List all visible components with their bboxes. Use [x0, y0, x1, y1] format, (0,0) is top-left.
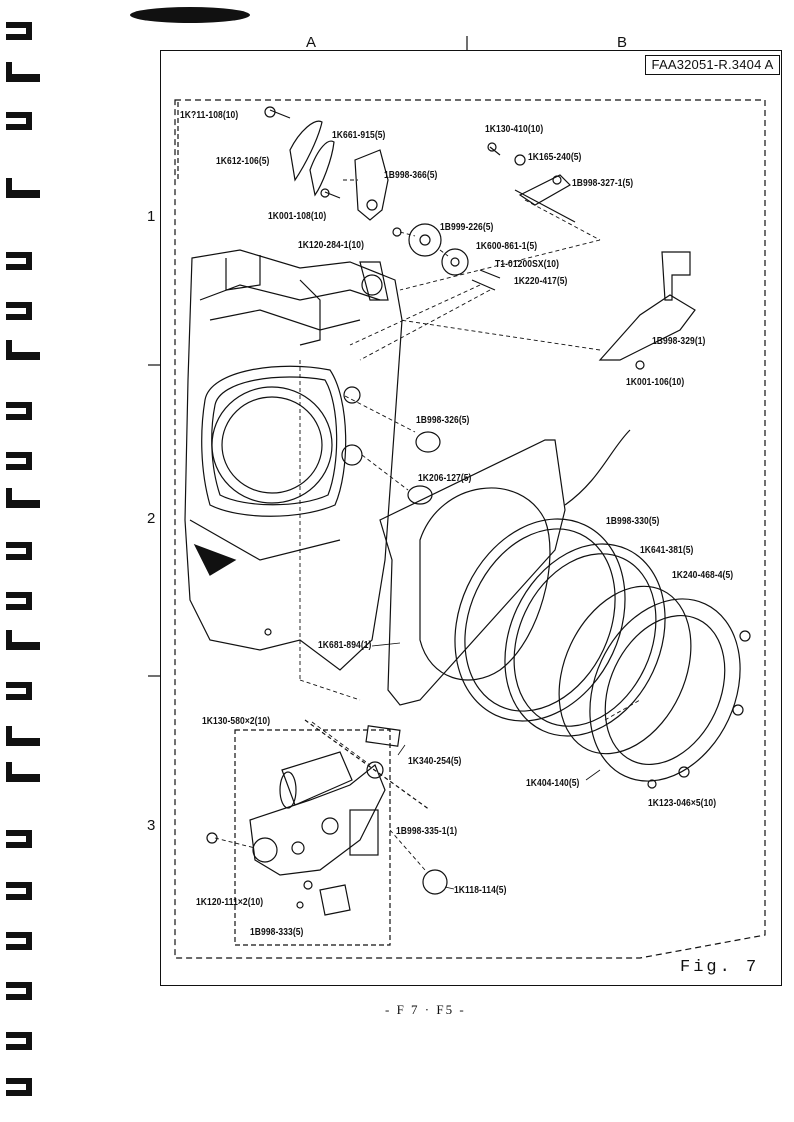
part-label: 1B998-335-1(1) — [396, 826, 458, 837]
part-label: 1K001-108(10) — [268, 211, 327, 222]
part-label: T1-01200SX(10) — [495, 259, 560, 270]
part-label: 1K681-894(1) — [318, 640, 372, 651]
part-label: 1K120-284-1(10) — [298, 240, 365, 251]
part-label: 1K340-254(5) — [408, 756, 462, 767]
grid-column-a: A — [306, 34, 317, 51]
part-label: 1B998-330(5) — [606, 516, 660, 527]
figure-label: Fig. 7 — [680, 958, 760, 977]
part-label: 1B998-326(5) — [416, 415, 470, 426]
part-label: 1K220-417(5) — [514, 276, 568, 287]
part-label: 1B998-333(5) — [250, 927, 304, 938]
part-label: 1B998-327-1(5) — [572, 178, 634, 189]
document-id: FAA32051-R.3404 A — [645, 55, 780, 75]
binder-marks-svg — [6, 22, 40, 1096]
part-label: 1K600-861-1(5) — [476, 241, 538, 252]
part-label: 1K?11-108(10) — [180, 110, 239, 121]
part-label: 1K120-111×2(10) — [196, 897, 264, 908]
part-label: 1B998-366(5) — [384, 170, 438, 181]
scan-smudge — [130, 7, 250, 23]
part-label: 1K130-410(10) — [485, 124, 544, 135]
part-label: 1K165-240(5) — [528, 152, 582, 163]
part-label: 1K641-381(5) — [640, 545, 694, 556]
page-footer: - F 7 · F5 - — [385, 1002, 466, 1017]
part-label: 1K206-127(5) — [418, 473, 472, 484]
part-label: 1K130-580×2(10) — [202, 716, 271, 727]
part-label: 1B998-329(1) — [652, 336, 706, 347]
part-label: 1K001-106(10) — [626, 377, 685, 388]
part-label: 1B999-226(5) — [440, 222, 494, 233]
exploded-view-drawing — [148, 36, 766, 959]
part-label: 1K661-915(5) — [332, 130, 386, 141]
grid-row-3: 3 — [147, 817, 156, 834]
grid-column-b: B — [617, 34, 628, 51]
drawing-frame — [160, 50, 782, 986]
part-label: 1K123-046×5(10) — [648, 798, 717, 809]
part-label: 1K612-106(5) — [216, 156, 270, 167]
part-label: 1K240-468-4(5) — [672, 570, 734, 581]
part-label: 1K118-114(5) — [454, 885, 507, 896]
grid-row-2: 2 — [147, 510, 156, 527]
part-label: 1K404-140(5) — [526, 778, 580, 789]
grid-row-1: 1 — [147, 208, 156, 225]
